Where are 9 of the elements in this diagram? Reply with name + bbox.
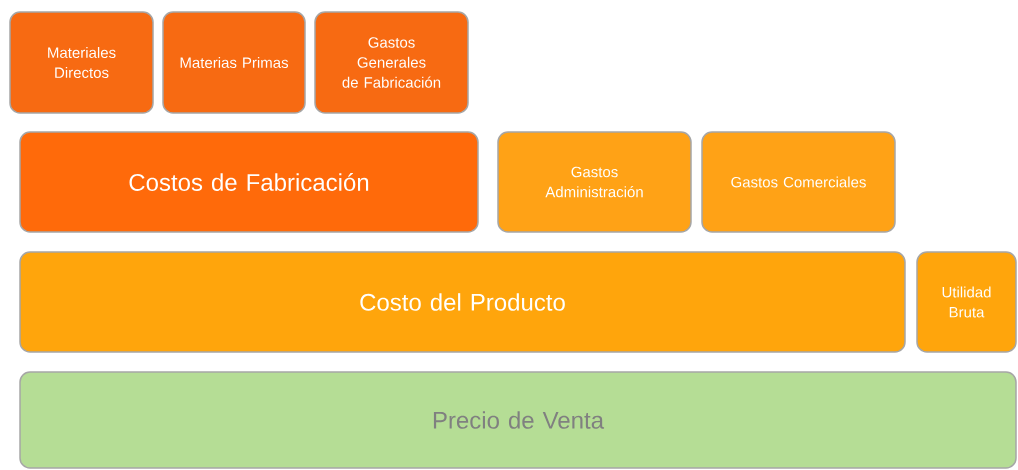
cost-box: Gastos Administración — [497, 131, 692, 233]
cost-box: Utilidad Bruta — [916, 251, 1017, 353]
cost-box: Costo del Producto — [19, 251, 906, 353]
cost-box: Costos de Fabricación — [19, 131, 479, 233]
cost-box: Gastos Comerciales — [701, 131, 896, 233]
cost-box: Gastos Generales de Fabricación — [314, 11, 469, 114]
cost-box: Materiales Directos — [9, 11, 154, 114]
cost-box: Precio de Venta — [19, 371, 1017, 469]
cost-box: Materias Primas — [162, 11, 306, 114]
